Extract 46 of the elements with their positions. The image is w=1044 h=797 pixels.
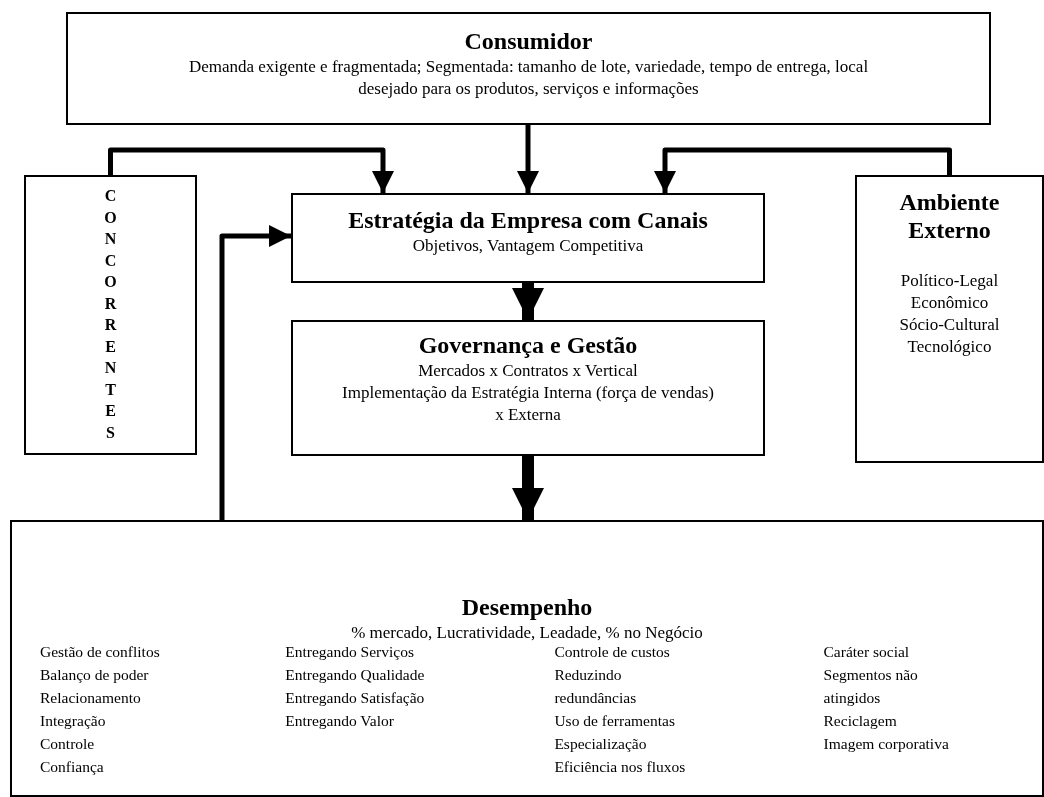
list-item: Confiança xyxy=(40,756,105,777)
box-text: Sócio-Cultural xyxy=(899,314,1000,337)
arrow xyxy=(511,283,545,320)
list-item: Entregando Qualidade xyxy=(285,664,426,685)
box-heading: Estratégia da Empresa com Canais xyxy=(348,207,708,235)
arrow xyxy=(219,225,291,520)
list-item: Segmentos não atingidos xyxy=(823,664,919,708)
arrow xyxy=(517,125,539,193)
list-item: Entregando Satisfação xyxy=(285,687,426,708)
text-box xyxy=(291,320,765,456)
vertical-heading: CONCORRENTES xyxy=(103,186,118,443)
box-text: Tecnológico xyxy=(907,336,992,359)
text-box xyxy=(24,175,197,455)
arrow xyxy=(654,147,952,193)
list-item: Balanço de poder xyxy=(40,664,150,685)
arrow xyxy=(108,147,394,193)
list-item: Gestão de conflitos xyxy=(40,641,161,662)
box-text: Econômico xyxy=(910,292,989,315)
box-subtitle: % mercado, Lucratividade, Leadade, % no Negócio xyxy=(351,621,703,644)
box-heading: Governança e Gestão xyxy=(418,332,638,360)
text-box xyxy=(291,193,765,283)
box-text: Político-Legal xyxy=(900,270,999,293)
list-item: Controle de custos xyxy=(554,642,671,662)
box-heading: Ambiente Externo xyxy=(898,189,1001,245)
list-item: Caráter social xyxy=(823,641,911,662)
arrow xyxy=(511,456,545,520)
list-item: Imagem corporativa xyxy=(823,733,950,754)
list-item: Reciclagem xyxy=(823,710,898,731)
list-item: Uso de ferramentas xyxy=(554,710,676,731)
box-heading: Consumidor xyxy=(464,28,593,56)
box-text: Demanda exigente e fragmentada; Segmentada: tamanho de lote, variedade, tempo de entrega, local desejado para os produtos, serviços e informações xyxy=(187,55,870,100)
list-item: Entregando Valor xyxy=(285,710,395,731)
box-heading: Desempenho xyxy=(461,594,593,622)
box-text: Mercados x Contratos x Vertical xyxy=(418,359,638,382)
box-text: Implementação da Estratégia Interna (força de vendas) x Externa xyxy=(341,381,715,426)
list-item: Controle xyxy=(40,733,96,754)
list-item: Eficiência nos fluxos xyxy=(554,756,687,777)
list-item: Relacionamento xyxy=(40,687,142,708)
text-box xyxy=(66,12,991,125)
text-box xyxy=(855,175,1044,463)
text-box xyxy=(10,520,1044,797)
list-item: Entregando Serviços xyxy=(285,641,415,662)
list-item: Reduzindo redundâncias xyxy=(554,664,638,708)
list-item: Especialização xyxy=(554,733,648,754)
list-item: Integração xyxy=(40,710,107,731)
box-text: Objetivos, Vantagem Competitiva xyxy=(412,234,644,257)
